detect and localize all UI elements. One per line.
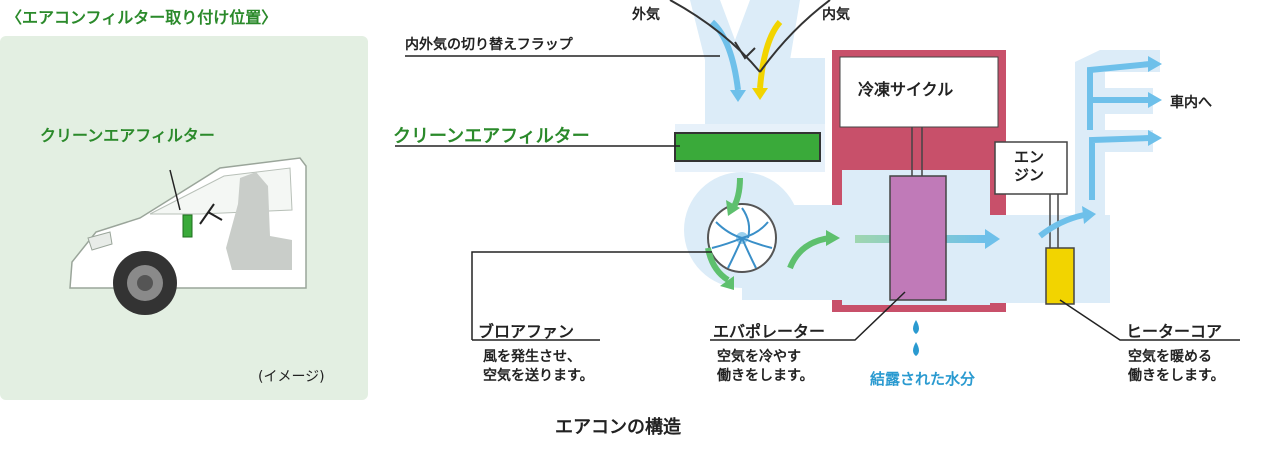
engine-label-line2: ジン bbox=[1014, 166, 1045, 184]
heater-core-block bbox=[1045, 247, 1075, 305]
image-note: (イメージ) bbox=[258, 369, 325, 385]
evaporator-desc-line1: 空気を冷やす bbox=[717, 349, 801, 365]
blower-desc: 風を発生させ、 空気を送ります。 bbox=[483, 348, 594, 386]
heater-core-label: ヒーターコア bbox=[1126, 322, 1223, 341]
outside-air-label: 外気 bbox=[632, 7, 660, 23]
filter-pointer-line bbox=[169, 169, 181, 211]
evaporator-label: エバポレーター bbox=[713, 322, 826, 341]
condensed-water-label: 結露された水分 bbox=[870, 370, 976, 388]
inside-air-label: 内気 bbox=[822, 7, 850, 23]
blower-desc-line2: 空気を送ります。 bbox=[483, 368, 594, 384]
water-drops bbox=[913, 320, 919, 356]
engine-label: エン ジン bbox=[1014, 148, 1044, 184]
inside-air-arrow bbox=[757, 20, 783, 89]
heater-desc: 空気を暖める 働きをします。 bbox=[1128, 348, 1225, 386]
car-illustration bbox=[69, 157, 307, 315]
leader-lines bbox=[395, 55, 1240, 341]
to-cabin-label: 車内へ bbox=[1170, 95, 1212, 111]
position-title: 〈エアコンフィルター取り付け位置〉 bbox=[6, 8, 278, 27]
filter-label: クリーンエアフィルター bbox=[393, 126, 590, 147]
diagram-caption: エアコンの構造 bbox=[555, 417, 681, 438]
heater-desc-line1: 空気を暖める bbox=[1128, 349, 1212, 365]
flap-line bbox=[669, 0, 761, 73]
car-filter-label: クリーンエアフィルター bbox=[40, 126, 215, 145]
evaporator-desc: 空気を冷やす 働きをします。 bbox=[717, 348, 814, 386]
flap-label: 内外気の切り替えフラップ bbox=[405, 37, 573, 53]
outside-air-arrow bbox=[709, 19, 741, 91]
blower-fan-label: ブロアファン bbox=[478, 322, 575, 341]
blower-desc-line1: 風を発生させ、 bbox=[483, 349, 581, 365]
car-filter-marker bbox=[182, 214, 193, 238]
engine-label-line1: エン bbox=[1014, 148, 1045, 166]
blower-fan bbox=[707, 203, 777, 273]
refrigeration-cycle-label: 冷凍サイクル bbox=[858, 80, 954, 99]
heater-desc-line2: 働きをします。 bbox=[1128, 368, 1225, 384]
engine-box bbox=[994, 141, 1068, 195]
evaporator-desc-line2: 働きをします。 bbox=[717, 368, 814, 384]
evaporator-block bbox=[889, 175, 947, 301]
duct-filter bbox=[674, 132, 821, 162]
